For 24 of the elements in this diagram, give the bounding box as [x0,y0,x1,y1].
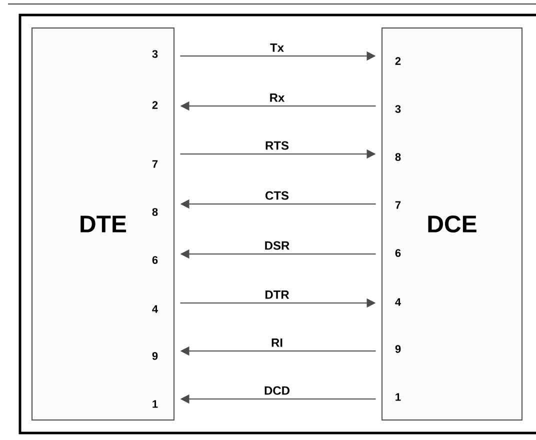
pin-number: 3 [152,50,158,58]
pin-number: 6 [152,256,158,264]
signal-label: RTS [264,140,290,151]
pin-number: 4 [152,305,158,313]
pin-number: 3 [395,105,401,113]
pin-number: 1 [152,400,158,408]
pin-number: 8 [395,153,401,161]
signal-label: DSR [263,240,291,251]
pin-number: 2 [152,101,158,109]
signal-label: Rx [268,92,286,103]
signal-label: Tx [269,42,285,53]
pin-number: 2 [395,57,401,65]
signal-label: DCD [263,385,291,396]
pin-number: 6 [395,249,401,257]
pin-number: 4 [395,298,401,306]
pin-number: 7 [152,160,158,168]
pin-number: 7 [395,201,401,209]
pin-number: 9 [152,352,158,360]
signal-label: DTR [264,290,290,300]
signal-label: RI [270,338,284,348]
pin-number: 9 [395,345,401,353]
signal-label: CTS [264,190,290,201]
pin-number: 1 [396,393,401,401]
pin-number: 8 [152,208,158,216]
